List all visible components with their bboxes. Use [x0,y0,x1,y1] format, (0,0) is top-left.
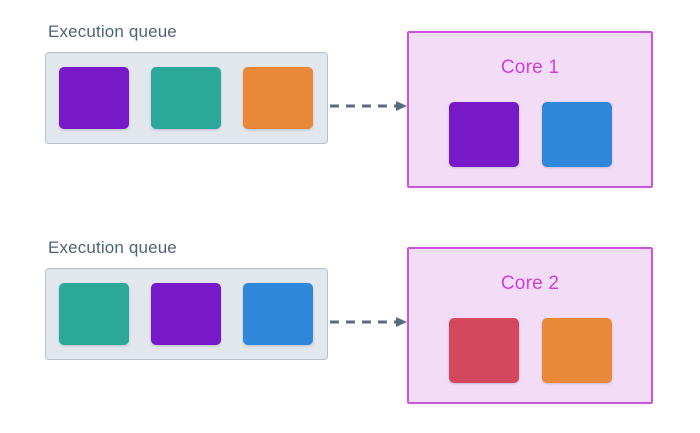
core-tile-purple[interactable] [449,102,519,167]
core-row-2: Execution queue Core 2 [0,216,700,433]
core-row-1: Execution queue Core 1 [0,0,700,216]
core-title: Core 2 [500,273,560,294]
core-panel-2: Core 2 [407,247,653,404]
core-tiles [449,102,612,167]
execution-queue-block-1: Execution queue [45,22,328,144]
core-tile-blue[interactable] [542,102,612,167]
execution-queue-label: Execution queue [48,238,177,257]
core-tiles [449,318,612,383]
execution-queue-label: Execution queue [48,22,177,41]
task-tile-purple[interactable] [59,67,129,129]
execution-queue-panel [45,52,328,144]
core-title: Core 1 [500,57,560,78]
core-tile-orange[interactable] [542,318,612,383]
execution-queue-panel [45,268,328,360]
dashed-arrow-icon [330,317,407,327]
task-tile-blue[interactable] [243,283,313,345]
task-tile-purple[interactable] [151,283,221,345]
task-tile-orange[interactable] [243,67,313,129]
task-tile-teal[interactable] [59,283,129,345]
core-panel-1: Core 1 [407,31,653,188]
core-tile-crimson[interactable] [449,318,519,383]
task-tile-teal[interactable] [151,67,221,129]
execution-queue-block-2: Execution queue [45,238,328,360]
dashed-arrow-icon [330,101,407,111]
